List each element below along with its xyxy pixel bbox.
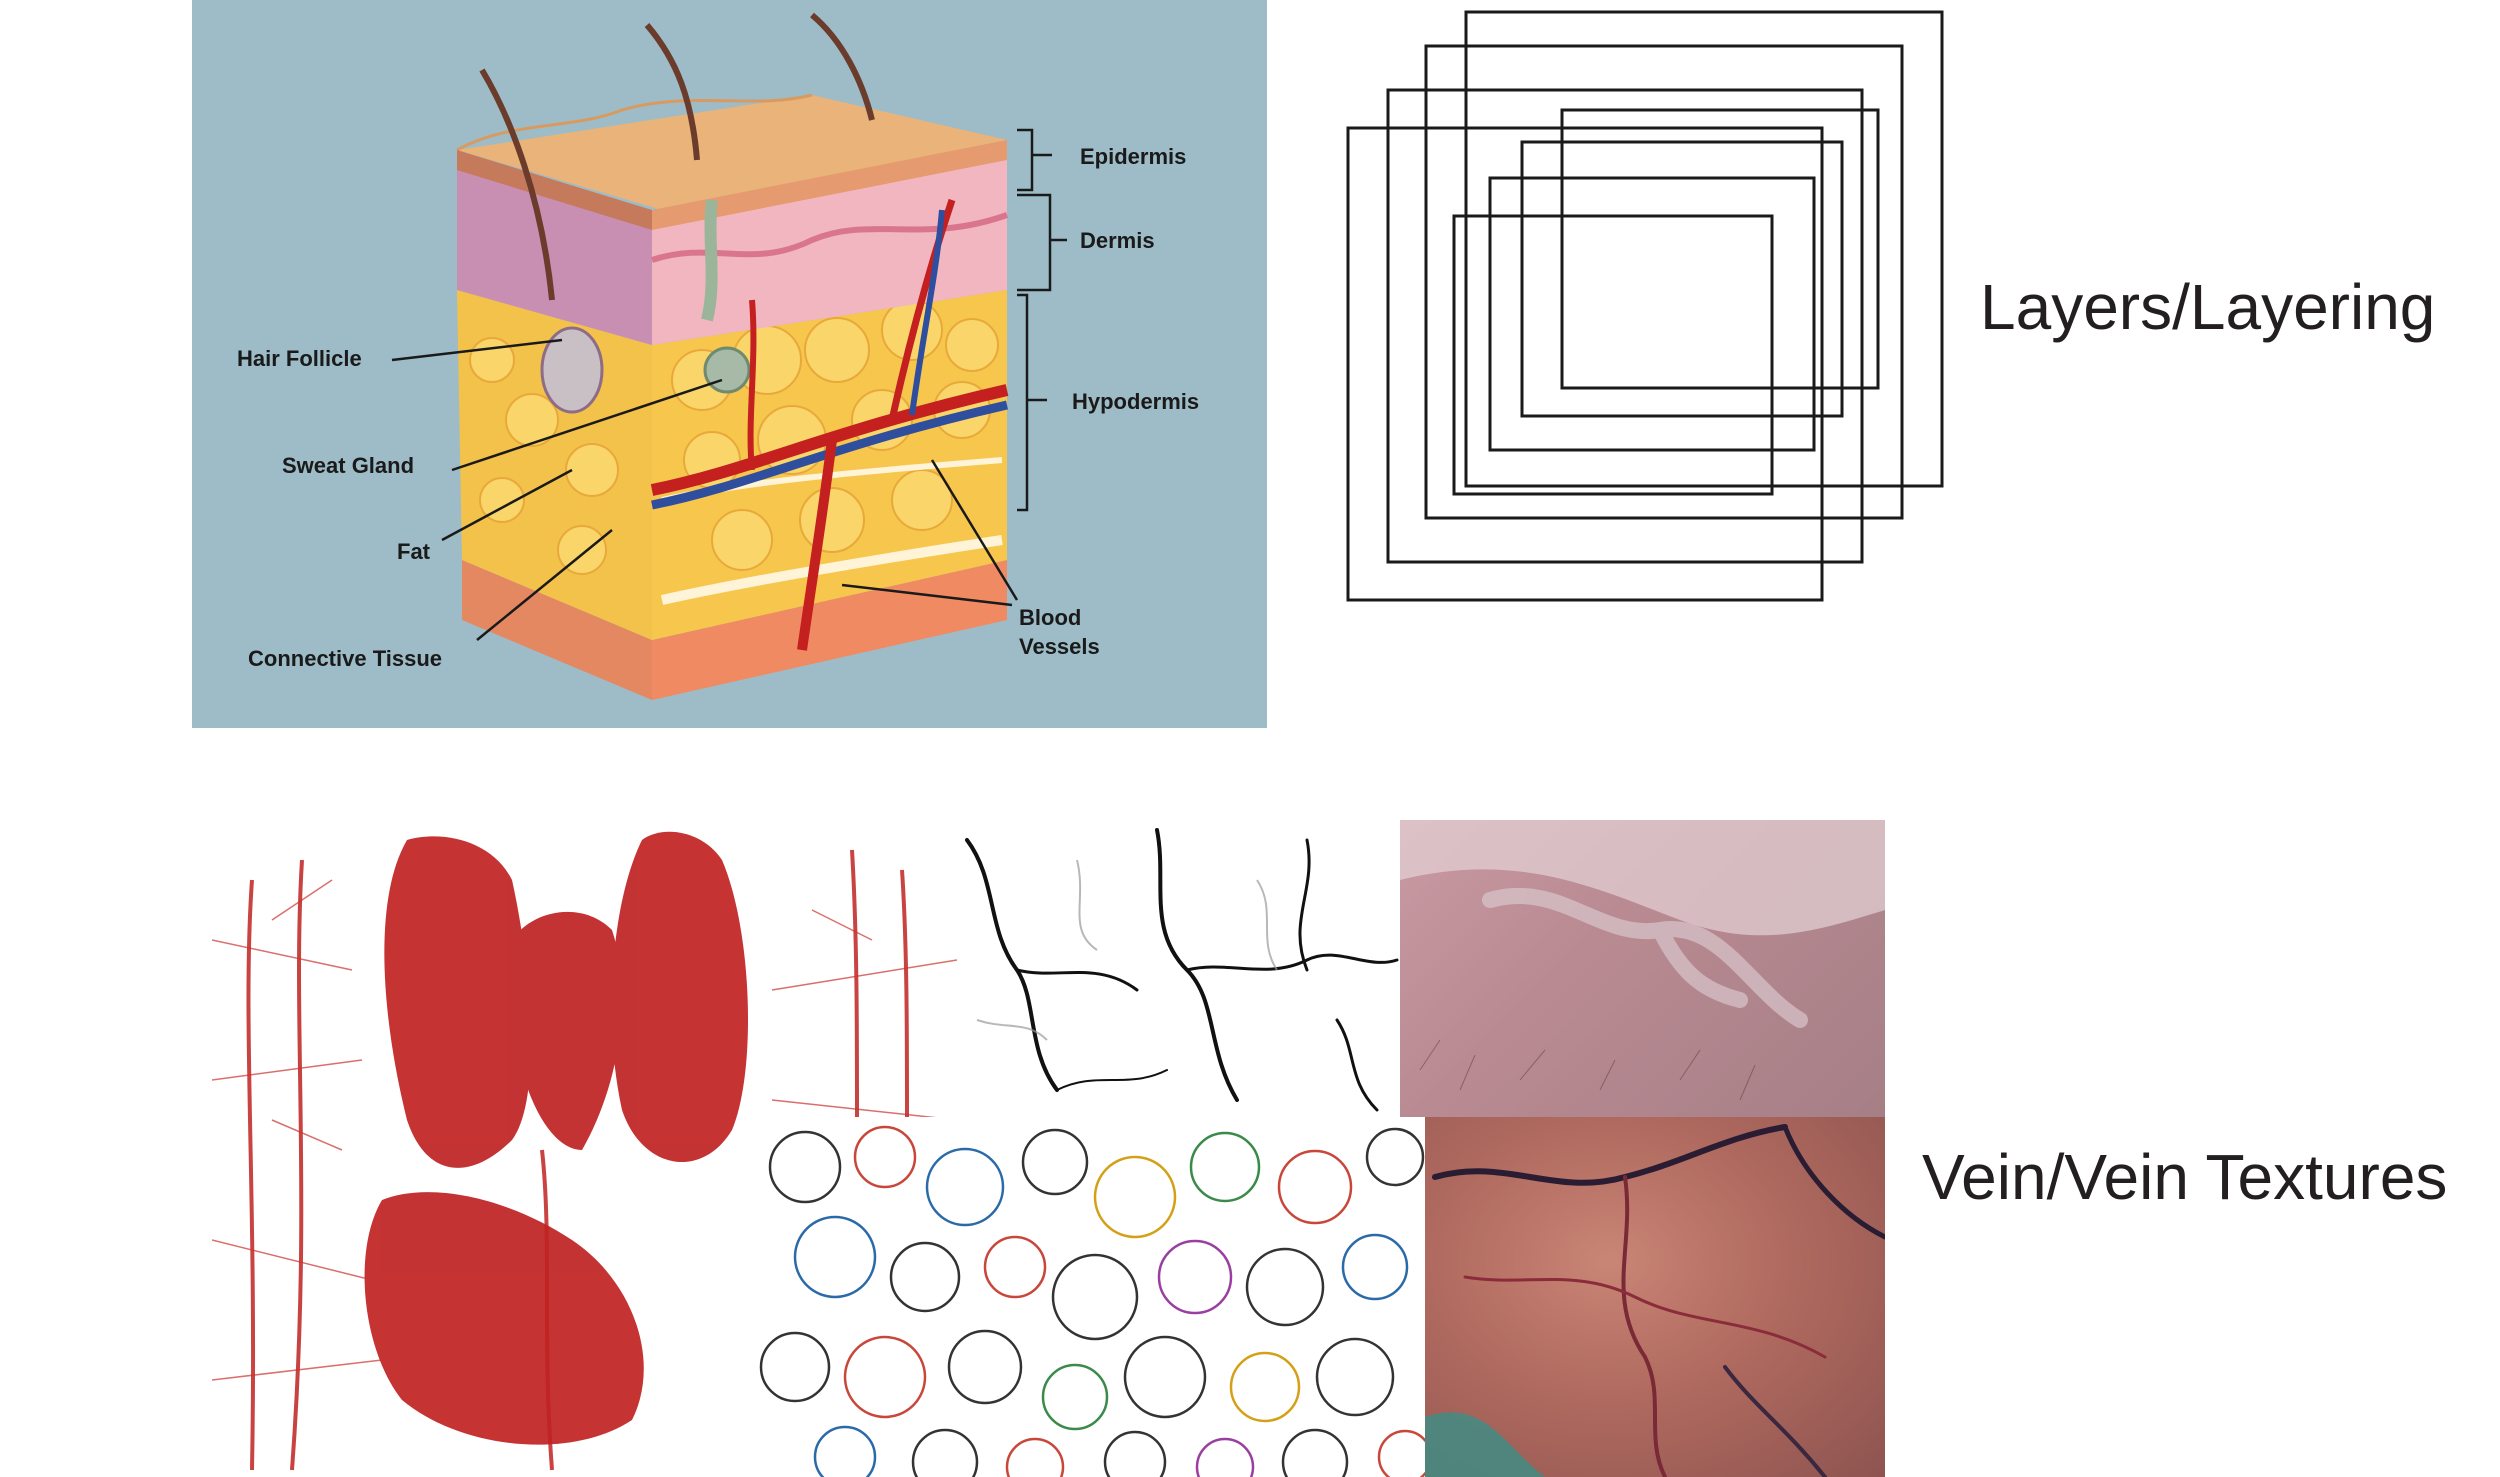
label-dermis: Dermis <box>1080 228 1155 253</box>
label-fat: Fat <box>397 539 431 564</box>
leader-lines <box>391 338 1019 641</box>
layered-squares-graphic <box>1346 10 1944 602</box>
label-vessels: Vessels <box>1019 634 1100 659</box>
vein-closeup-photo <box>1425 1117 1885 1477</box>
label-sweat-gland: Sweat Gland <box>282 453 414 478</box>
label-connective-tissue: Connective Tissue <box>248 646 442 671</box>
skin-diagram: Epidermis Dermis Hypodermis Hair Follicl… <box>192 0 1267 728</box>
skin-vein-photo <box>1400 820 1885 1117</box>
skin-diagram-panel: Epidermis Dermis Hypodermis Hair Follicl… <box>192 0 1267 728</box>
heading-veins: Vein/Vein Textures <box>1922 1141 2448 1213</box>
label-blood: Blood <box>1019 605 1081 630</box>
label-epidermis: Epidermis <box>1080 144 1186 169</box>
branching-vein-drawing <box>957 820 1400 1115</box>
label-hypodermis: Hypodermis <box>1072 389 1199 414</box>
cellular-network-texture <box>755 1117 1425 1477</box>
heading-layers: Layers/Layering <box>1980 271 2436 343</box>
label-hair-follicle: Hair Follicle <box>237 346 362 371</box>
layer-brackets <box>1017 128 1067 512</box>
